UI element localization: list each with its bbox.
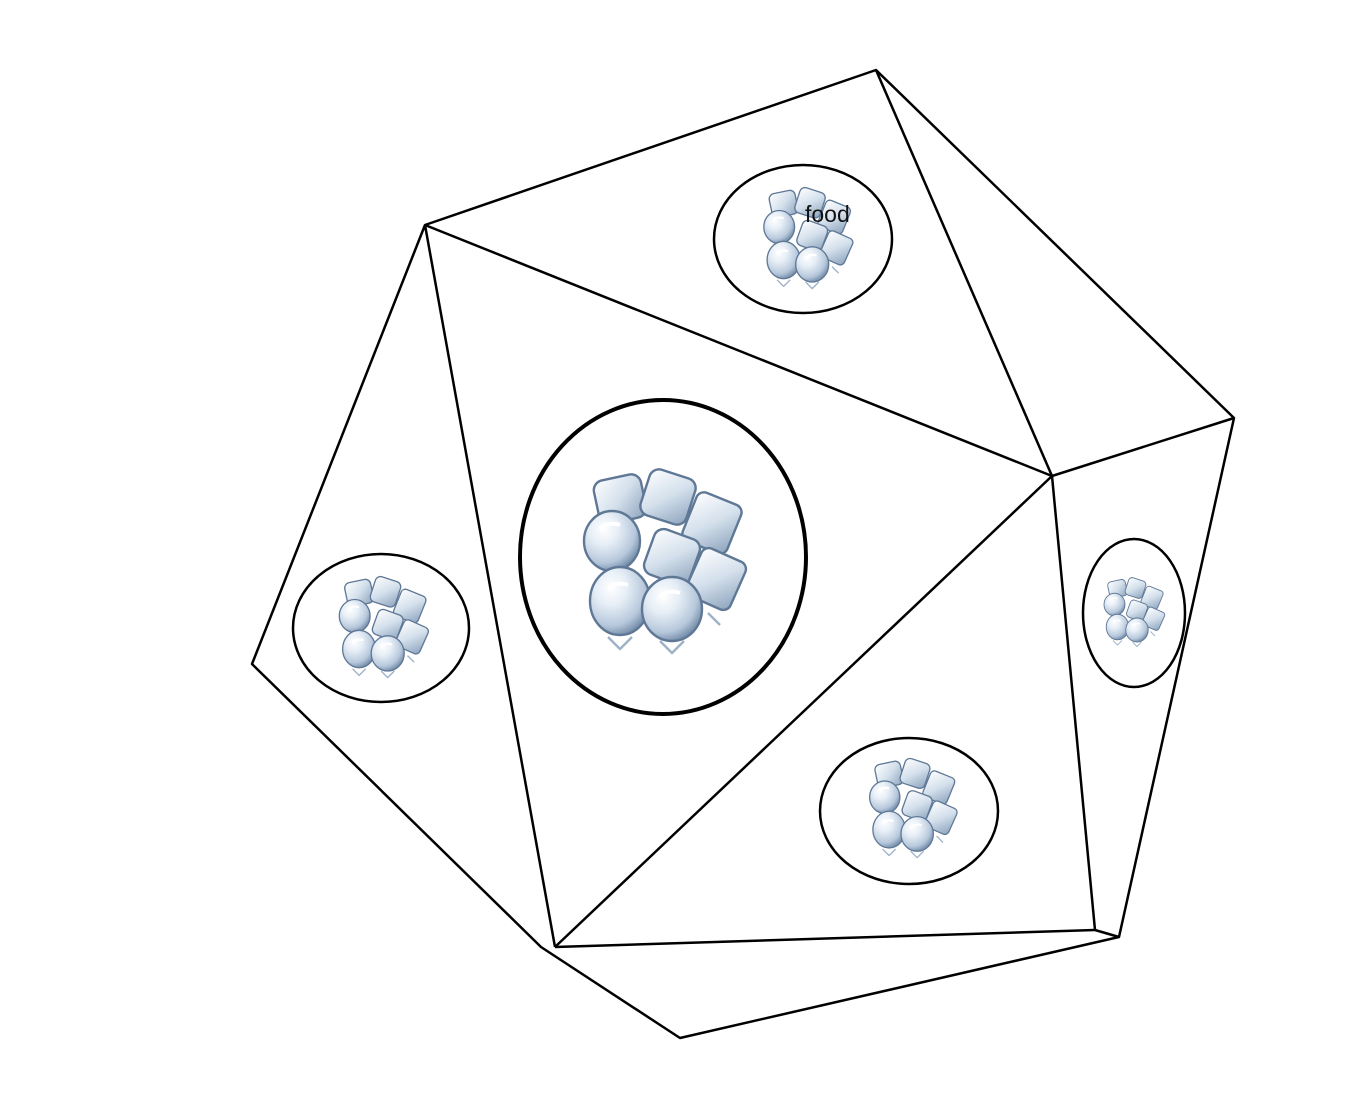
edge-center-right <box>554 475 1053 948</box>
node-bottom-right <box>818 736 1000 886</box>
edge-center-left <box>423 224 557 948</box>
edge-center-top <box>424 223 1053 478</box>
outer-outline <box>250 68 1236 1040</box>
node-center <box>518 398 808 716</box>
node-left <box>291 552 471 704</box>
edge-bottom-right-corner <box>1094 928 1120 939</box>
node-right <box>1081 537 1187 689</box>
edge-bottom-base <box>554 928 1096 949</box>
node-top: food <box>712 163 894 315</box>
polyhedron-outline <box>250 68 1236 1040</box>
edge-bottom-right-vertical <box>1050 475 1097 931</box>
edge-top-inner <box>874 69 1054 477</box>
node-top-label: food <box>805 201 850 227</box>
edge-right-inner <box>1051 416 1235 478</box>
